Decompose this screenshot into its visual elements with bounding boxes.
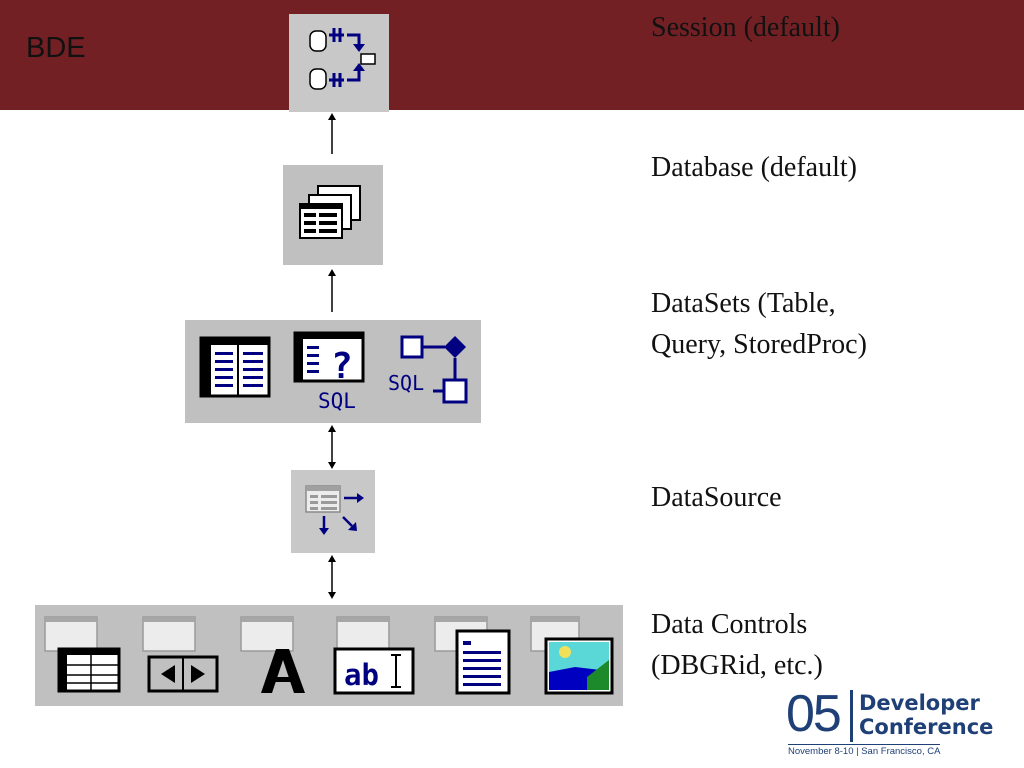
logo-word-developer: Developer bbox=[859, 691, 980, 715]
storedproc-icon: SQL bbox=[388, 335, 468, 404]
data-controls-label: Data Controls (DBGRid, etc.) bbox=[651, 604, 823, 686]
dbedit-icon: ab bbox=[333, 647, 415, 695]
datasets-component-icons: ? SQL SQL bbox=[185, 320, 481, 423]
dbimage-icon bbox=[544, 637, 614, 695]
datasets-label-line1: DataSets (Table, bbox=[651, 288, 836, 319]
dbgrid-icon bbox=[57, 647, 121, 693]
datasets-label: DataSets (Table, Query, StoredProc) bbox=[651, 283, 867, 365]
data-controls-label-line2: (DBGRid, etc.) bbox=[651, 650, 823, 681]
svg-text:?: ? bbox=[331, 346, 353, 387]
query-icon: ? SQL bbox=[293, 331, 365, 413]
table-icon bbox=[199, 336, 271, 398]
conference-logo: 05 Developer Conference November 8-10 | … bbox=[786, 685, 993, 762]
logo-number: 05 bbox=[786, 685, 842, 743]
datasource-controls-arrow bbox=[328, 555, 336, 599]
dbnavigator-icon bbox=[147, 655, 219, 693]
title-banner bbox=[0, 0, 1024, 110]
slide-title: BDE bbox=[26, 32, 86, 64]
dbtext-icon bbox=[261, 649, 305, 693]
logo-word-conference: Conference bbox=[859, 715, 994, 739]
database-component-icon bbox=[283, 165, 383, 265]
database-label: Database (default) bbox=[651, 152, 857, 183]
dbmemo-icon bbox=[455, 629, 511, 695]
query-sql-label: SQL bbox=[318, 389, 356, 413]
datasets-label-line2: Query, StoredProc) bbox=[651, 329, 867, 360]
dbedit-sample-text: ab bbox=[344, 658, 379, 692]
data-controls-component-icons: ab bbox=[35, 605, 623, 706]
datasource-label: DataSource bbox=[651, 482, 782, 513]
session-database-arrow bbox=[328, 113, 336, 154]
session-label: Session (default) bbox=[651, 12, 840, 43]
data-controls-label-line1: Data Controls bbox=[651, 609, 808, 640]
logo-footer: November 8-10 | San Francisco, CA bbox=[788, 744, 941, 757]
datasource-component-icon bbox=[291, 470, 375, 553]
datasets-datasource-arrow bbox=[328, 425, 336, 469]
logo-divider bbox=[850, 690, 853, 742]
database-datasets-arrow bbox=[328, 269, 336, 312]
session-component-icon bbox=[289, 14, 389, 112]
storedproc-sql-label: SQL bbox=[388, 371, 424, 395]
